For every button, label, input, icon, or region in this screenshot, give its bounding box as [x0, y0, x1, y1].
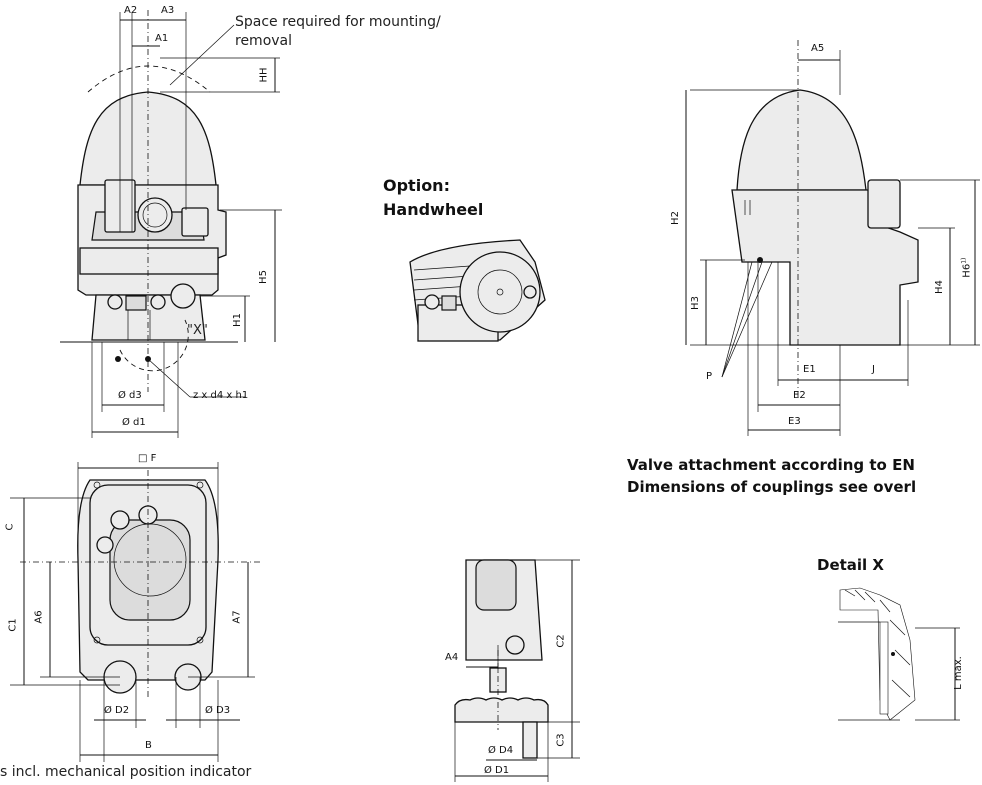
dim-H3: H3 — [689, 296, 701, 310]
dim-E1: E1 — [803, 364, 816, 375]
dim-z-d4-h1: z x d4 x h1 — [193, 390, 249, 401]
label-P: P — [706, 371, 713, 382]
dim-C2: C2 — [555, 634, 567, 648]
dim-A3: A3 — [161, 5, 175, 16]
dim-C1: C1 — [7, 618, 19, 632]
dim-B: B — [145, 740, 152, 751]
side-view — [685, 40, 980, 436]
handwheel-view — [409, 239, 546, 342]
dim-F: □ F — [138, 453, 157, 464]
dim-J: J — [872, 364, 875, 375]
dim-d3: Ø d3 — [118, 390, 142, 401]
detail-x-reference: "X" — [187, 323, 208, 338]
option-title: Option: — [383, 176, 450, 195]
mounting-space-note: Space required for mounting/ — [235, 14, 441, 30]
dim-HH: HH — [258, 67, 270, 83]
dim-A2: A2 — [124, 5, 138, 16]
dim-H6-footnote: 1) — [960, 257, 968, 264]
dim-C3: C3 — [555, 733, 567, 747]
valve-attachment-line2: Dimensions of couplings see overl — [627, 478, 917, 496]
dim-A6: A6 — [33, 610, 45, 624]
dim-L-max: L max. — [952, 656, 964, 690]
detail-x-title: Detail X — [817, 556, 884, 574]
top-view — [10, 462, 260, 762]
dim-H6: H61) — [960, 257, 973, 278]
dim-H2: H2 — [669, 211, 681, 225]
dim-d1: Ø d1 — [122, 417, 146, 428]
dim-A4: A4 — [445, 652, 459, 663]
dim-A1: A1 — [155, 33, 169, 44]
dim-H4: H4 — [933, 280, 945, 294]
handwheel-side-view — [454, 559, 580, 782]
dim-D1: Ø D1 — [484, 765, 510, 776]
dim-C: C — [4, 523, 16, 531]
dim-E2: E2 — [793, 390, 806, 401]
dim-H5: H5 — [257, 270, 269, 284]
valve-attachment-line1: Valve attachment according to EN — [627, 456, 915, 474]
dim-E3: E3 — [788, 416, 801, 427]
dim-D4: Ø D4 — [488, 745, 514, 756]
mounting-space-note-2: removal — [235, 33, 293, 49]
detail-x-view — [838, 587, 960, 721]
front-view — [60, 10, 282, 438]
dim-D2: Ø D2 — [104, 705, 130, 716]
dim-A7: A7 — [231, 610, 243, 624]
option-subtitle: Handwheel — [383, 200, 484, 219]
dim-D3: Ø D3 — [205, 705, 231, 716]
dim-H1: H1 — [231, 313, 243, 327]
dim-A5: A5 — [811, 43, 825, 54]
footnote: s incl. mechanical position indicator — [0, 764, 252, 780]
